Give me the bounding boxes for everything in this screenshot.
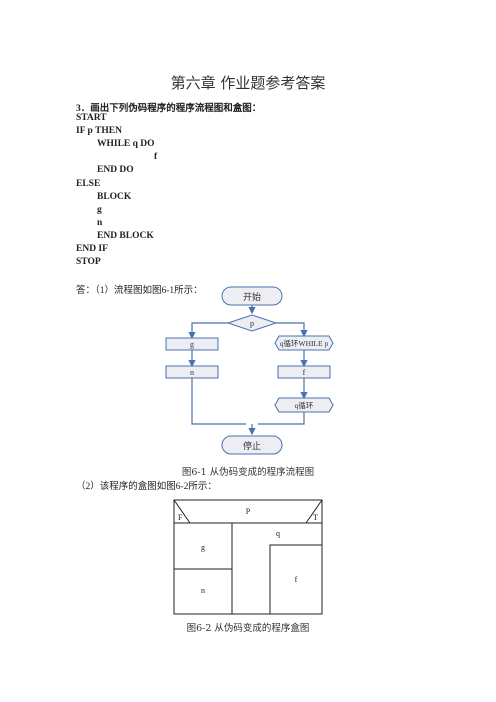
page-title: 第六章 作业题参考答案	[170, 74, 326, 92]
decision-diamond	[226, 314, 278, 332]
n-box	[165, 365, 219, 379]
box-q-label: q	[276, 529, 280, 538]
loop-end-label: q循环	[295, 400, 314, 410]
n-label: n	[190, 368, 194, 377]
code-line: WHILE q DO	[97, 139, 155, 150]
start-label: 开始	[243, 291, 261, 302]
loop-end-shape	[274, 397, 334, 413]
g-label: g	[190, 340, 194, 349]
code-line: IF p THEN	[76, 126, 122, 137]
box-true-label: T	[313, 513, 318, 522]
box-p-label: P	[246, 507, 251, 516]
while-loop-shape	[274, 335, 334, 351]
code-line: ELSE	[76, 178, 101, 189]
code-line: BLOCK	[97, 191, 132, 202]
question-text: 3．画出下列伪码程序的程序流程图和盒图：	[76, 104, 262, 114]
g-box	[165, 337, 219, 351]
code-line: n	[97, 217, 103, 228]
caption-figure-6-2: 图6-2 从伪码变成的程序盒图	[186, 623, 310, 634]
stop-label: 停止	[243, 440, 261, 451]
decision-label: p	[250, 319, 254, 328]
answer-2: （2）该程序的盒图如图6-2所示：	[76, 482, 217, 492]
box-outer	[173, 499, 323, 615]
box-f-label: f	[295, 575, 298, 584]
while-label: q循环WHILE p	[280, 338, 329, 348]
f-box	[277, 365, 331, 379]
box-false-label: F	[178, 513, 183, 522]
code-line: START	[76, 113, 107, 123]
stop-terminator	[221, 435, 283, 455]
code-line: END DO	[97, 165, 134, 176]
flowchart-connectors	[188, 305, 308, 436]
code-line: END IF	[76, 244, 108, 254]
code-line: g	[97, 204, 102, 215]
code-line: STOP	[76, 257, 101, 268]
box-n-label: n	[201, 586, 205, 595]
caption-figure-6-1: 图6-1 从伪码变成的程序流程图	[181, 467, 315, 478]
box-g-label: g	[201, 543, 205, 552]
while-inner-box	[269, 544, 323, 615]
f-label: f	[303, 368, 306, 377]
code-line: END BLOCK	[97, 230, 154, 241]
start-terminator	[221, 286, 283, 306]
answer-1: 答：（1）流程图如图6-1所示：	[76, 286, 203, 296]
code-line: f	[154, 152, 158, 163]
